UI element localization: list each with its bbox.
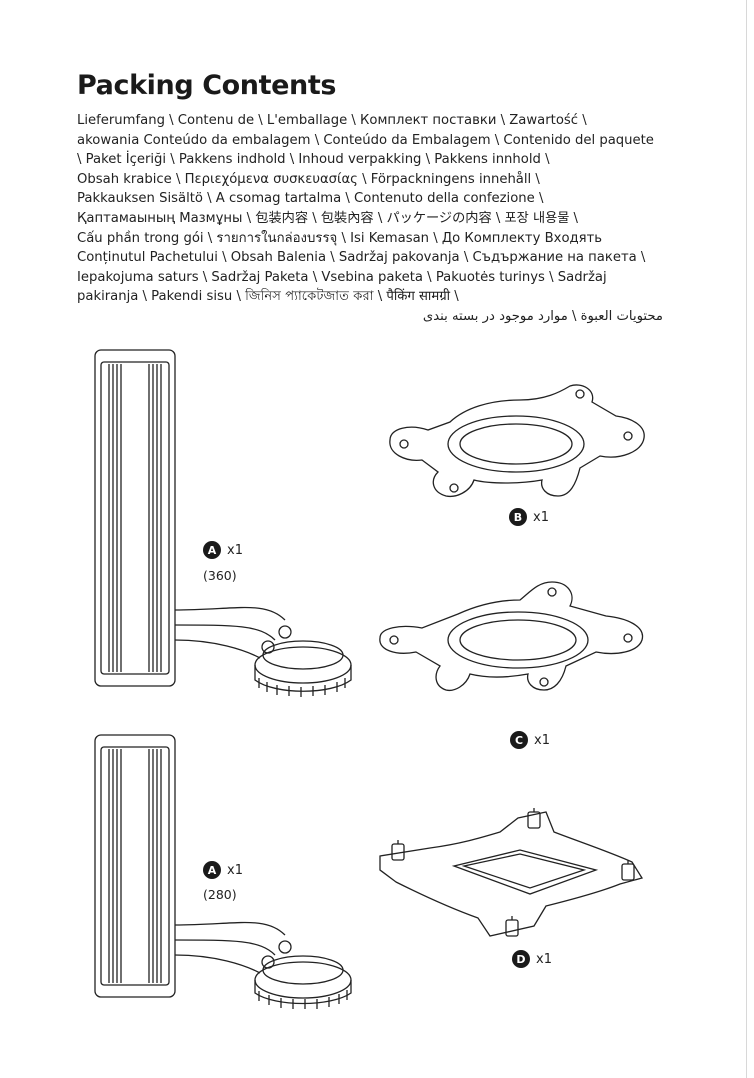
item-badge: C bbox=[510, 731, 528, 749]
item-badge: A bbox=[203, 541, 221, 559]
item-quantity: x1 bbox=[536, 951, 552, 967]
translation-line: akowania Conteúdo da embalagem \ Conteúd… bbox=[77, 132, 654, 148]
item-badge: D bbox=[512, 950, 530, 968]
item-quantity: x1 bbox=[227, 542, 243, 558]
item-size: (280) bbox=[203, 887, 237, 902]
bracket-c-illustration bbox=[379, 581, 644, 692]
translated-titles: Lieferumfang \ Contenu de \ L'emballage … bbox=[77, 111, 677, 327]
item-a-280-label: A x1 bbox=[203, 861, 243, 879]
radiator-280-illustration bbox=[94, 734, 352, 1009]
page-title: Packing Contents bbox=[77, 70, 337, 101]
translation-line: Conținutul Pachetului \ Obsah Balenia \ … bbox=[77, 250, 646, 266]
translation-line: Iepakojuma saturs \ Sadržaj Paketa \ Vse… bbox=[77, 269, 607, 285]
item-size: (360) bbox=[203, 568, 237, 583]
item-b-label: B x1 bbox=[509, 508, 549, 526]
page-edge-line bbox=[746, 0, 747, 1078]
item-c-label: C x1 bbox=[510, 731, 550, 749]
translation-line: Lieferumfang \ Contenu de \ L'emballage … bbox=[77, 113, 587, 128]
translation-line: \ Paket İçeriği \ Pakkens indhold \ Inho… bbox=[77, 152, 550, 168]
translation-line: Қаптамаының Мазмұны \ 包装内容 \ 包裝內容 \ パッケー… bbox=[77, 210, 578, 226]
radiator-360-illustration bbox=[94, 349, 352, 697]
bracket-b-illustration bbox=[389, 384, 645, 498]
translation-line: Obsah krabice \ Περιεχόμενα συσκευασίας … bbox=[77, 171, 540, 187]
translation-line-rtl: محتويات العبوة \ موارد موجود در بسته بند… bbox=[422, 308, 663, 324]
translation-line: Pakkauksen Sisältö \ A csomag tartalma \… bbox=[77, 191, 544, 207]
item-badge: A bbox=[203, 861, 221, 879]
item-d-label: D x1 bbox=[512, 950, 552, 968]
item-a-360-label: A x1 bbox=[203, 541, 243, 559]
item-quantity: x1 bbox=[533, 509, 549, 525]
translation-line: pakiranja \ Pakendi sisu \ জিনিস প্যাকেট… bbox=[77, 289, 459, 305]
item-quantity: x1 bbox=[227, 862, 243, 878]
backplate-d-illustration bbox=[379, 808, 644, 937]
item-badge: B bbox=[509, 508, 527, 526]
translation-line: Cấu phần trong gói \ รายการในกล่องบรรจุ … bbox=[77, 230, 603, 246]
item-quantity: x1 bbox=[534, 732, 550, 748]
